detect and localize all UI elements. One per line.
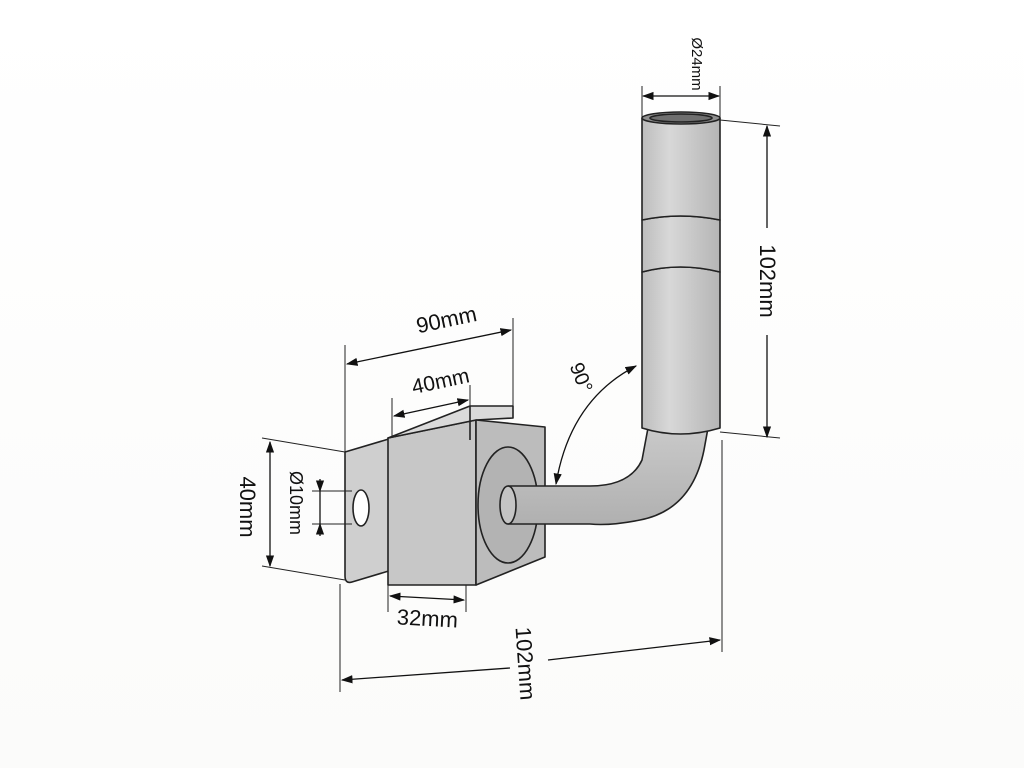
label-tube-length: 102mm xyxy=(755,244,780,317)
label-tube-diameter: Ø24mm xyxy=(688,37,705,90)
dim-line-bracket-width xyxy=(392,398,470,418)
bracket-front xyxy=(387,419,477,586)
bracket-body xyxy=(344,111,721,586)
dim-line-depth-right xyxy=(547,637,722,661)
extension-lines xyxy=(261,86,781,692)
label-overall-width: 90mm xyxy=(414,301,479,338)
tube-top xyxy=(641,117,721,221)
label-overall-depth: 102mm xyxy=(510,626,540,701)
tube-collar xyxy=(641,215,721,273)
label-bracket-width: 40mm xyxy=(410,364,472,399)
dim-arc-angle xyxy=(553,365,638,486)
dim-line-base-width xyxy=(388,592,466,604)
label-bracket-height: 40mm xyxy=(235,476,260,537)
label-angle: 90° xyxy=(565,360,597,396)
dimension-labels: Ø24mm 102mm 90° 90mm 40mm 40mm Ø10mm 32m… xyxy=(235,37,780,701)
dim-line-depth-left xyxy=(340,667,511,684)
dimension-lines xyxy=(265,91,772,684)
tube-lower xyxy=(641,266,721,435)
label-hole-diameter: Ø10mm xyxy=(286,471,306,535)
label-base-width: 32mm xyxy=(396,604,458,632)
dim-line-overall-width xyxy=(345,328,513,366)
mounting-hole xyxy=(352,489,370,527)
